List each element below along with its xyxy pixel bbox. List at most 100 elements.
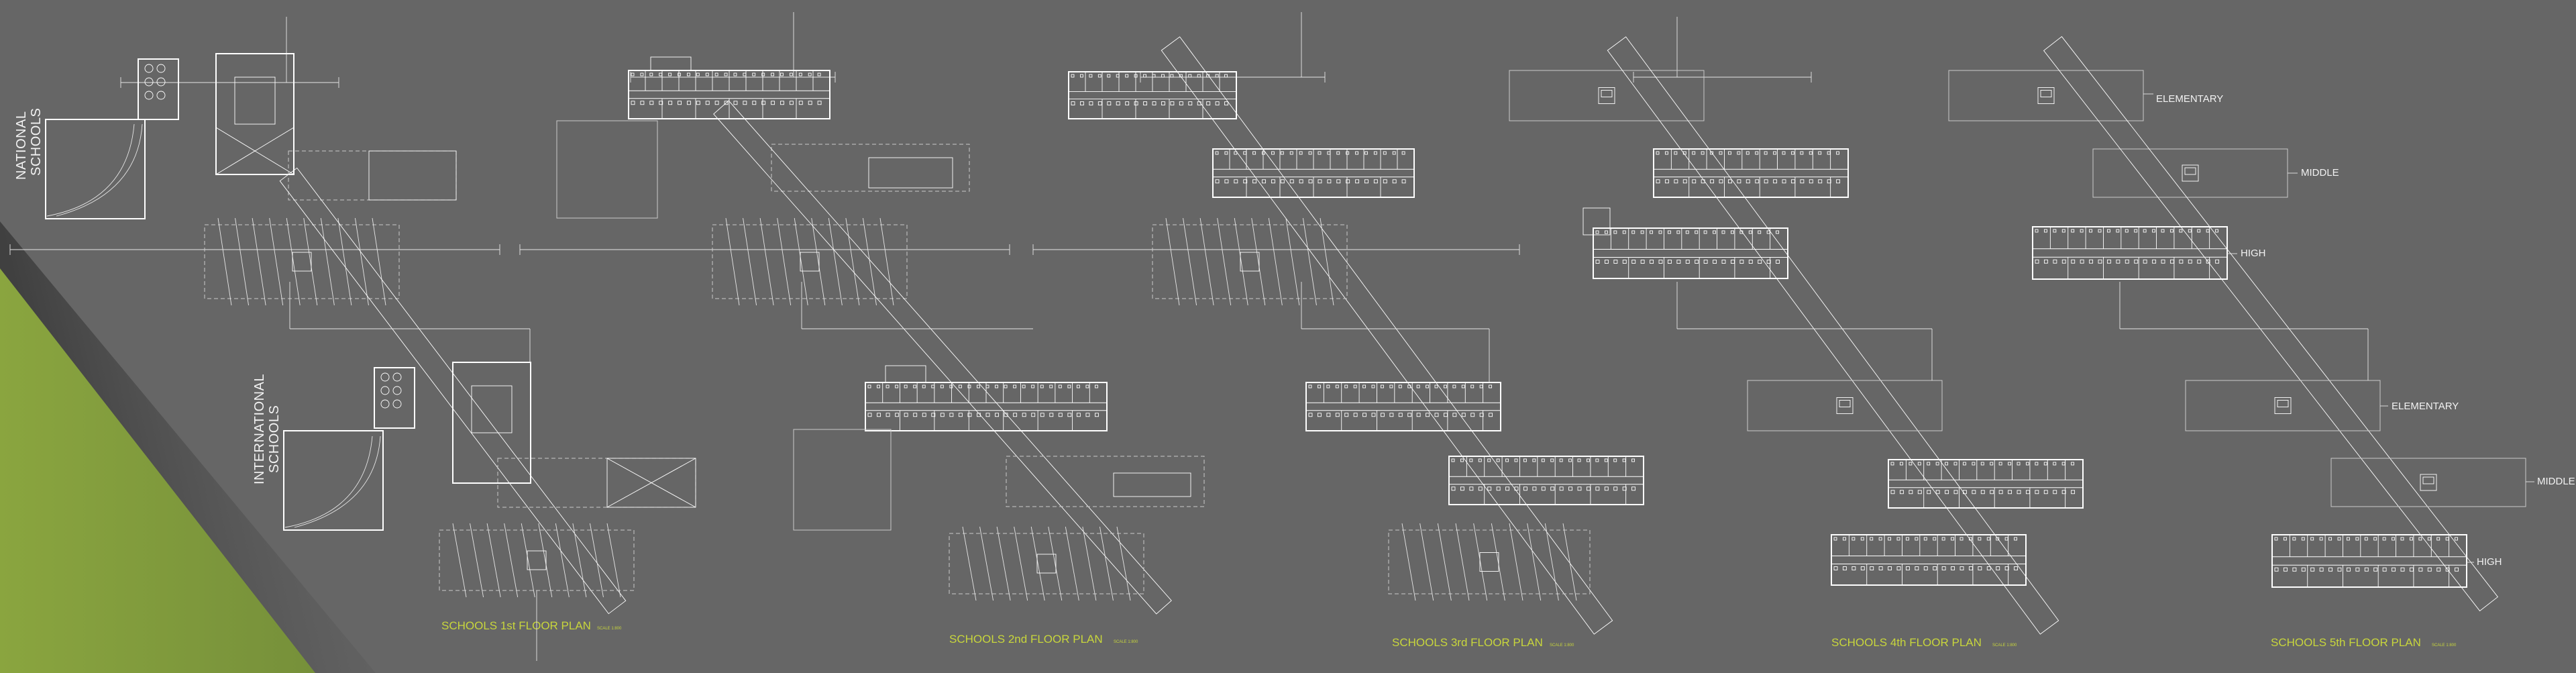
svg-text:SCHOOLS 4th FLOOR PLAN: SCHOOLS 4th FLOOR PLAN	[1831, 636, 1982, 649]
level-label-elementary-bottom: ELEMENTARY	[2392, 401, 2459, 412]
furniture	[1719, 151, 1723, 155]
furniture	[1935, 490, 1940, 495]
auditorium-curve	[294, 435, 381, 528]
furniture	[1980, 462, 1984, 466]
furniture	[1143, 101, 1148, 106]
fan-core	[1240, 252, 1260, 272]
furniture	[1933, 537, 1937, 541]
fan-rib	[1473, 523, 1488, 601]
furniture	[1827, 151, 1831, 155]
ghost-outline	[1948, 70, 2144, 121]
furniture	[2116, 259, 2121, 264]
furniture	[789, 72, 793, 76]
tower-circle	[156, 91, 166, 100]
fan-rib	[354, 217, 369, 306]
national-schools-label-line2: SCHOOLS	[29, 108, 44, 176]
furniture	[2364, 537, 2368, 541]
furniture	[1776, 230, 1780, 234]
furniture	[2080, 259, 2084, 264]
svg-text:SCALE 1:800: SCALE 1:800	[1992, 643, 2017, 648]
furniture	[1923, 537, 1927, 541]
plan2-wing-bottom	[865, 382, 1108, 431]
furniture	[1878, 537, 1882, 541]
furniture	[1766, 260, 1771, 264]
furniture	[1739, 260, 1744, 264]
furniture	[1362, 384, 1366, 389]
furniture	[1085, 413, 1090, 417]
fan-rib	[269, 217, 284, 306]
furniture	[1389, 413, 1394, 417]
fan-rib	[1099, 526, 1114, 601]
furniture	[1888, 537, 1892, 541]
furniture	[1622, 486, 1627, 491]
plan1-extension	[288, 150, 457, 201]
furniture	[1766, 230, 1770, 234]
furniture	[2418, 567, 2423, 572]
furniture	[958, 384, 962, 389]
furniture	[686, 101, 691, 105]
furniture	[1818, 179, 1823, 184]
furniture	[1523, 458, 1527, 462]
furniture	[1308, 413, 1313, 417]
core-symbol-inner	[1839, 400, 1851, 407]
furniture	[1097, 74, 1102, 78]
furniture	[2215, 229, 2219, 233]
furniture	[1234, 179, 1238, 184]
fan-rib	[879, 217, 894, 306]
plan5-ghost-middle-b	[2330, 458, 2526, 507]
furniture	[2427, 537, 2431, 541]
fan-rib	[252, 217, 266, 306]
plan2-fan-b	[949, 526, 1144, 601]
furniture	[1945, 462, 1949, 466]
auditorium-curve	[284, 435, 373, 528]
plan5-ghost-elementary	[1948, 70, 2144, 121]
furniture	[752, 101, 757, 105]
plan4-wing-mid	[1653, 148, 1849, 198]
furniture	[1143, 74, 1147, 78]
furniture	[1586, 486, 1591, 491]
furniture	[1327, 179, 1332, 184]
furniture	[940, 384, 944, 389]
furniture	[931, 413, 936, 417]
furniture	[668, 72, 672, 76]
svg-text:SCHOOLS 2nd FLOOR PLAN: SCHOOLS 2nd FLOOR PLAN	[949, 633, 1103, 645]
furniture	[771, 72, 775, 76]
furniture	[2392, 567, 2396, 572]
furniture	[1833, 537, 1837, 541]
furniture	[1371, 413, 1376, 417]
national-schools-label-line1: NATIONAL	[14, 111, 29, 180]
furniture	[743, 72, 747, 76]
furniture	[1215, 101, 1220, 106]
furniture	[1640, 260, 1645, 264]
furniture	[1364, 179, 1368, 184]
furniture	[2206, 229, 2210, 233]
furniture	[1326, 413, 1331, 417]
fan-rib	[217, 217, 232, 306]
fan-rib	[590, 523, 604, 598]
furniture	[1215, 179, 1220, 184]
wing-outline	[2271, 534, 2467, 588]
furniture	[1541, 486, 1546, 491]
furniture	[1737, 151, 1741, 155]
plan-title-4: SCHOOLS 4th FLOOR PLAN SCALE 1:800	[1831, 636, 2017, 649]
fan-core	[800, 252, 820, 272]
furniture	[1960, 537, 1964, 541]
furniture	[2043, 229, 2047, 233]
core-symbol	[1598, 87, 1615, 104]
furniture	[2004, 566, 2009, 570]
furniture	[1727, 179, 1732, 184]
plan4-bridge	[1607, 36, 2059, 635]
furniture	[922, 384, 926, 389]
furniture	[1800, 151, 1804, 155]
furniture	[1022, 413, 1026, 417]
furniture	[1559, 486, 1564, 491]
tower-circle	[144, 91, 154, 100]
fan-rib	[606, 523, 621, 598]
furniture	[1695, 230, 1699, 234]
furniture	[2373, 567, 2378, 572]
furniture	[686, 72, 690, 76]
furniture	[1917, 462, 1921, 466]
fan-area	[712, 224, 908, 299]
furniture	[1622, 260, 1627, 264]
furniture	[1550, 486, 1555, 491]
